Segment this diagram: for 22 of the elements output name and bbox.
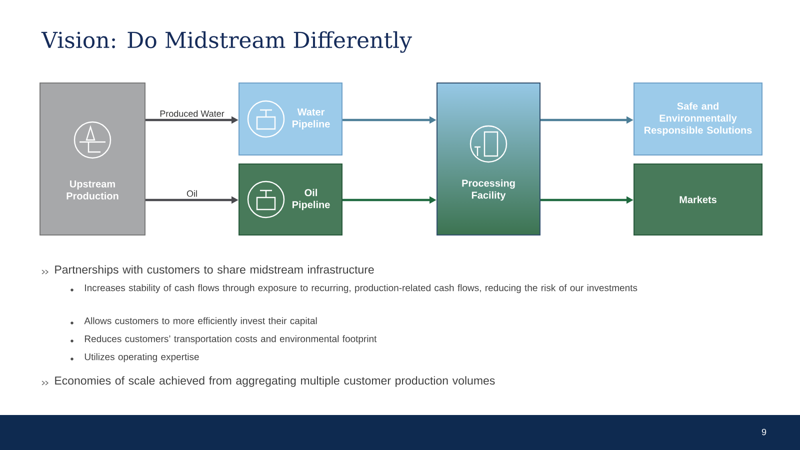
node-label: Safe and Environmentally Responsible Solutions — [644, 102, 752, 136]
node-label: Upstream Production — [66, 180, 118, 200]
node-label: Processing Facility — [462, 179, 515, 201]
process-box — [634, 82, 762, 156]
process-box — [238, 82, 342, 156]
title: Vision: Do Midstream Differently — [41, 31, 412, 53]
bullet-text: Economies of scale achieved from aggregating multiple customer production volumes — [55, 376, 495, 387]
node-label: Markets — [680, 196, 716, 204]
process-box — [634, 164, 762, 236]
process-box — [436, 82, 540, 236]
bullet-text: Increases stability of cash flows through exposure to recurring, production-related cash flows, reducing the risk of our investments — [85, 284, 638, 294]
node-label: Water Pipeline — [292, 108, 330, 130]
bullet-text: Allows customers to more efficiently invest their capital — [84, 317, 317, 326]
bullet-text: Partnerships with customers to share midstream infrastructure — [55, 265, 374, 276]
edge-label: Oil — [186, 189, 198, 198]
bullet-text: Utilizes operating expertise — [84, 353, 199, 362]
node-label: Oil Pipeline — [292, 188, 330, 210]
bullet-text: Reduces customers’ transportation costs and environmental footprint — [84, 335, 377, 344]
edge-label: Produced Water — [158, 109, 226, 118]
process-box — [238, 164, 342, 236]
page-number: 9 — [762, 428, 766, 436]
process-box — [40, 82, 146, 236]
